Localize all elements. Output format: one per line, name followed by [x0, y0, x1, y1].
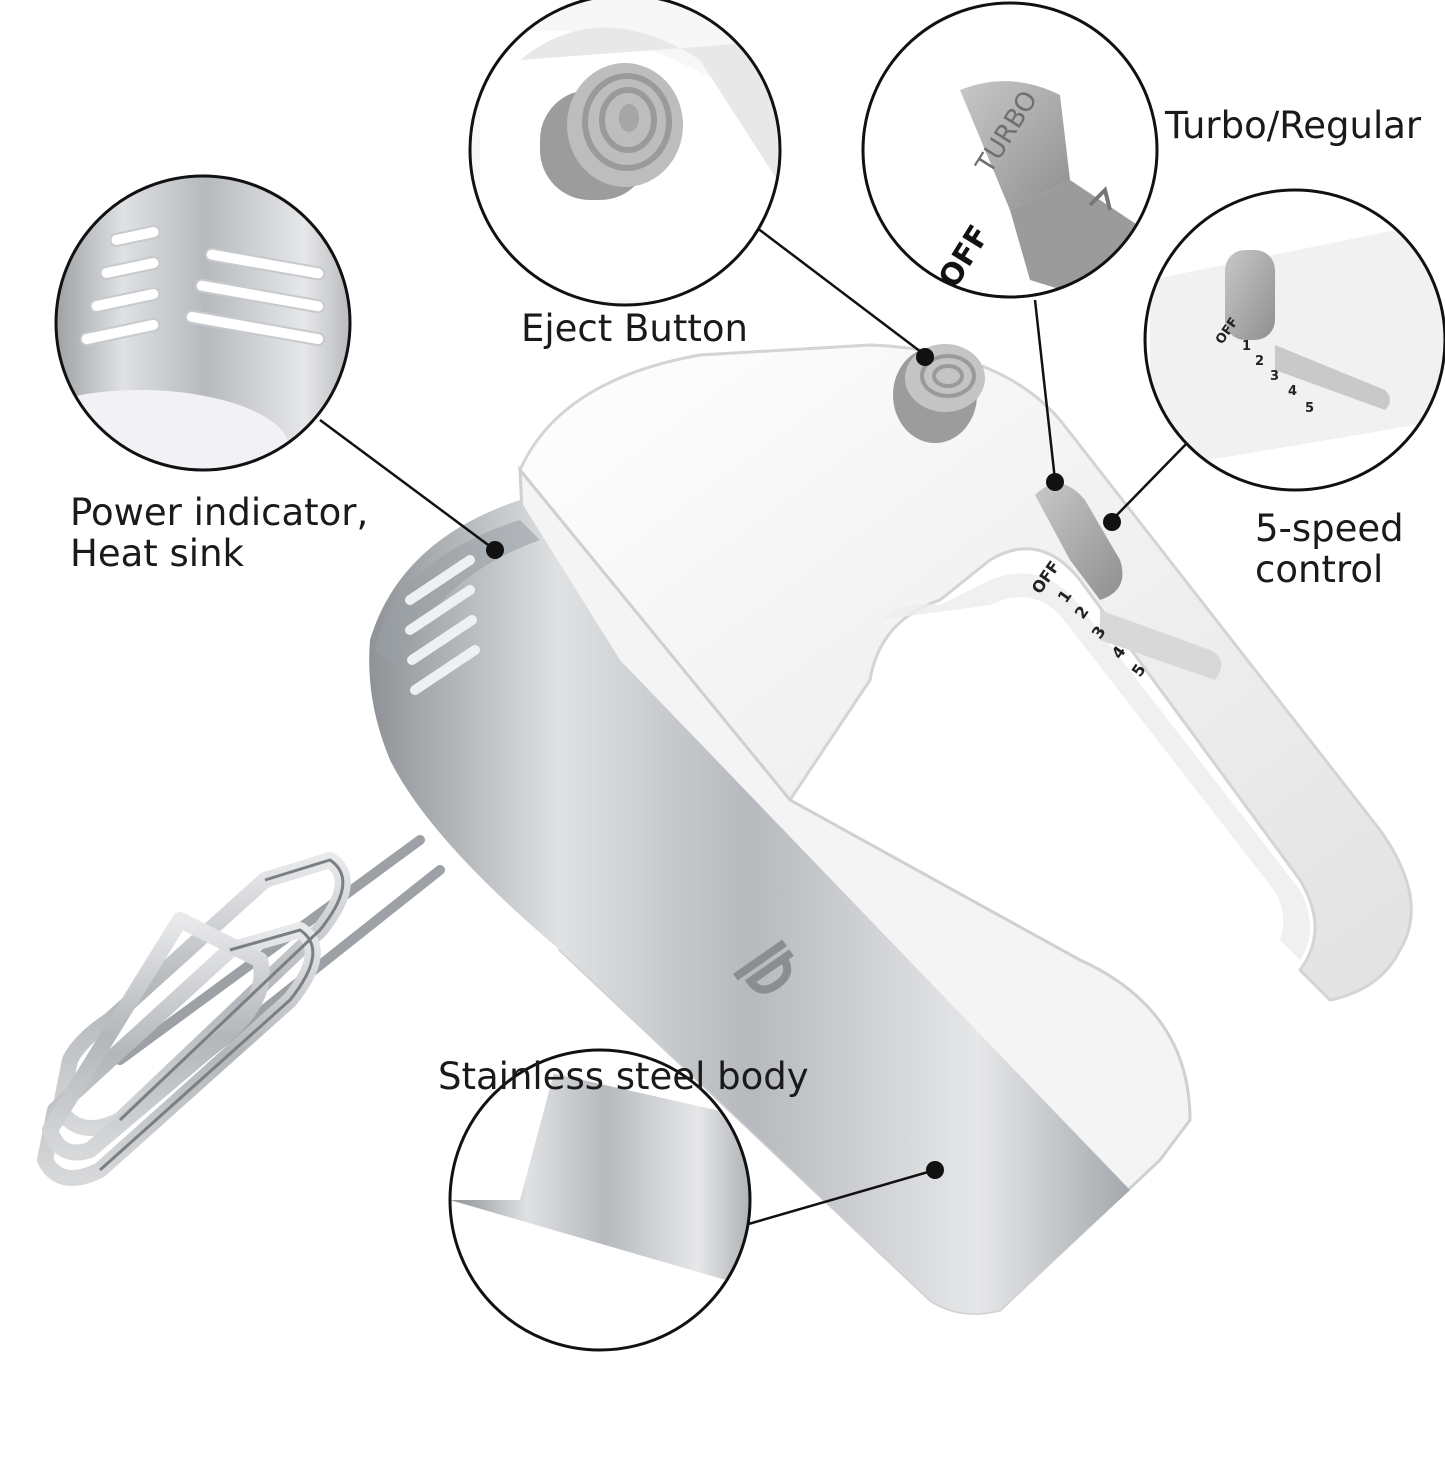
speed-control-line1: 5-speed — [1255, 507, 1404, 550]
zoom-speed-control: OFF 1 2 3 4 5 — [1143, 188, 1445, 492]
zoom-eject-button — [468, 0, 782, 307]
stainless-body-label: Stainless steel body — [438, 1055, 809, 1098]
eject-button-label: Eject Button — [521, 307, 748, 350]
speed-control-label: 5-speed control — [1255, 508, 1404, 591]
turbo-regular-text: Turbo/Regular — [1165, 104, 1422, 147]
svg-text:1: 1 — [1242, 339, 1251, 354]
turbo-regular-label: Turbo/Regular — [1165, 104, 1422, 147]
eject-button-text: Eject Button — [521, 307, 748, 350]
power-indicator-line2: Heat sink — [70, 532, 244, 576]
zoom-turbo-switch: TURBO OFF — [861, 1, 1159, 299]
svg-text:2: 2 — [1255, 354, 1264, 369]
beaters — [37, 835, 445, 1186]
stainless-body-text: Stainless steel body — [438, 1055, 809, 1098]
svg-text:5: 5 — [1305, 401, 1314, 416]
zoom-stainless-body — [448, 1048, 752, 1352]
leader-dots — [486, 348, 1121, 1179]
svg-text:4: 4 — [1288, 384, 1297, 399]
power-indicator-label: Power indicator, Heat sink — [70, 492, 368, 575]
power-indicator-line1: Power indicator, — [70, 491, 369, 534]
heat-sink-vents — [405, 555, 480, 695]
speed-control-line2: control — [1255, 548, 1384, 592]
svg-text:3: 3 — [1270, 369, 1279, 384]
zoom-power-indicator — [54, 174, 352, 472]
brand-logo-icon — [733, 939, 794, 994]
leader-lines — [319, 214, 1191, 1227]
